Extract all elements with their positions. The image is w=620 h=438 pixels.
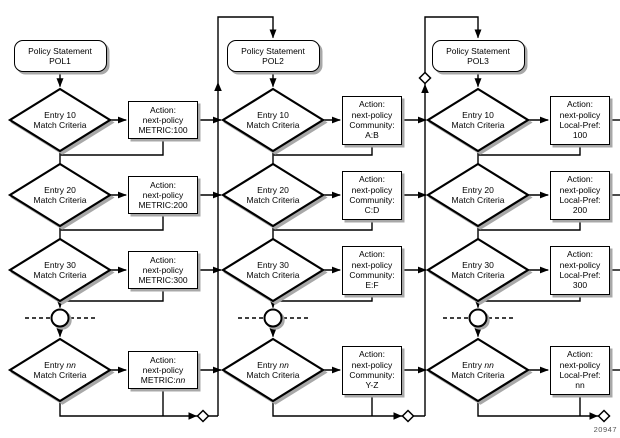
connector-lines [25,16,620,417]
policy-box-pol3: Policy Statement POL3 [431,40,525,72]
entry-diamond-label: Entry 30 Match Criteria [451,260,505,280]
entry-diamond-label: Entry nn Match Criteria [33,360,87,380]
figure-number: 20947 [593,425,617,434]
policy-box-pol1: Policy Statement POL1 [13,40,107,72]
entry-diamond-label: Entry nn Match Criteria [451,360,505,380]
entry-diamond-label: Entry 10 Match Criteria [33,110,87,130]
action-box: Action:next-policy METRIC:nn [128,351,198,389]
entry-diamond-label: Entry 20 Match Criteria [451,185,505,205]
action-box: Action:next-policy Community: A:B [342,95,402,145]
action-box: Action:next-policy Local-Pref: nn [550,345,610,395]
action-box: Action:next-policy METRIC:300 [128,251,198,289]
continuation-circle [50,308,490,330]
action-box: Action:next-policy Local-Pref: 100 [550,95,610,145]
entry-diamond-label: Entry 10 Match Criteria [246,110,300,130]
entry-diamond-label: Entry 20 Match Criteria [246,185,300,205]
entry-diamond-label: Entry nn Match Criteria [246,360,300,380]
action-box: Action:next-policy Local-Pref: 200 [550,170,610,220]
mid-arrowheads [188,82,598,420]
action-box: Action:next-policy Local-Pref: 300 [550,245,610,295]
action-box: Action:next-policy Community: E:F [342,245,402,295]
policy-box-pol2: Policy Statement POL2 [226,40,320,72]
entry-diamond-label: Entry 10 Match Criteria [451,110,505,130]
action-box: Action:next-policy METRIC:100 [128,101,198,139]
action-box: Action:next-policy METRIC:200 [128,176,198,214]
entry-diamonds [8,87,532,405]
action-box: Action:next-policy Community: C:D [342,170,402,220]
entry-diamond-label: Entry 30 Match Criteria [33,260,87,280]
entry-diamond-label: Entry 30 Match Criteria [246,260,300,280]
entry-diamond-label: Entry 20 Match Criteria [33,185,87,205]
action-box: Action:next-policy Community: Y-Z [342,345,402,395]
